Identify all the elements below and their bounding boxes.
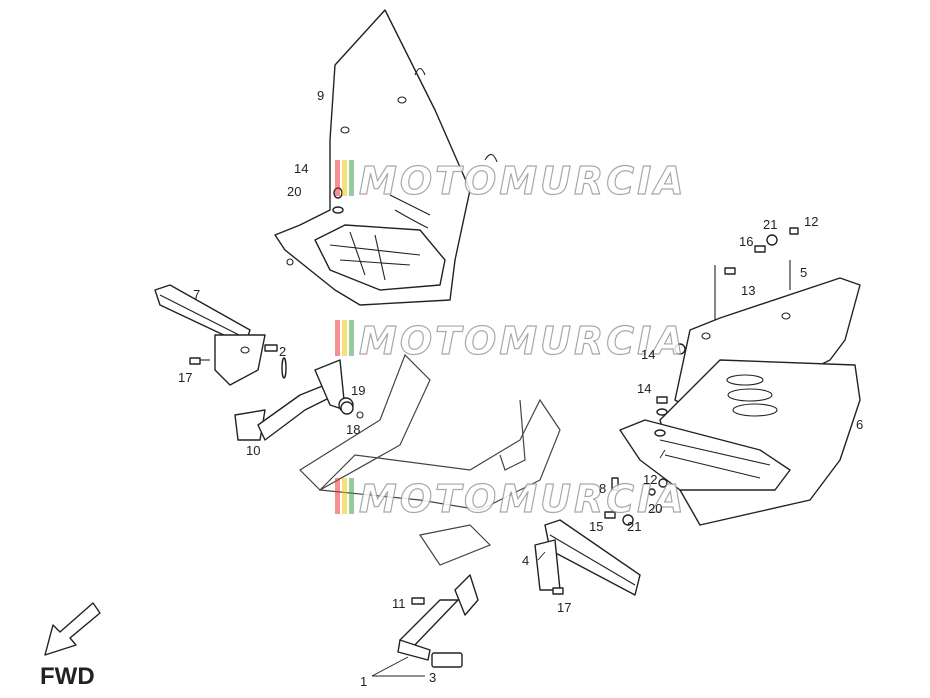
right-footpeg [534,519,641,596]
watermark-text: MOTOMURCIA [359,159,687,203]
callout-number: 20 [287,184,301,199]
callout-number: 16 [739,234,753,249]
watermark-text: MOTOMURCIA [359,477,687,521]
watermark-text: MOTOMURCIA [359,319,687,363]
callout-number: 15 [589,519,603,534]
callout-number: 14 [294,161,308,176]
callout-number: 12 [804,214,818,229]
callout-number: 21 [627,519,641,534]
callout-number: 5 [800,265,807,280]
fwd-label: FWD [40,663,95,690]
left-heel-guard [274,9,498,306]
callout-number: 21 [763,217,777,232]
callout-number: 17 [557,600,571,615]
leader-lines [371,449,666,677]
callout-number: 19 [351,383,365,398]
brake-pedal [234,359,364,441]
callout-number: 6 [856,417,863,432]
gear-shift-lever [397,574,479,668]
watermark: MOTOMURCIA [335,318,687,364]
callout-number: 7 [193,287,200,302]
callout-number: 9 [317,88,324,103]
callout-number: 2 [279,344,286,359]
right-heel-guard [619,260,861,526]
watermark-group: MOTOMURCIA MOTOMURCIA MOTOMURCIA [335,158,687,522]
callout-number: 10 [246,443,260,458]
callout-number: 8 [599,481,606,496]
watermark: MOTOMURCIA [335,476,687,522]
callout-number: 14 [641,347,655,362]
callout-number: 20 [648,501,662,516]
callout-number: 1 [360,674,367,689]
left-footpeg [154,284,278,386]
callout-number: 14 [637,381,651,396]
watermark: MOTOMURCIA [335,158,687,204]
callout-number: 13 [741,283,755,298]
callout-number: 4 [522,553,529,568]
callout-number: 17 [178,370,192,385]
callout-number: 18 [346,422,360,437]
forward-arrow-icon [44,602,101,656]
callout-number: 12 [643,472,657,487]
callout-number: 3 [429,670,436,685]
frame-outline [299,353,561,566]
callout-number: 11 [392,596,406,611]
